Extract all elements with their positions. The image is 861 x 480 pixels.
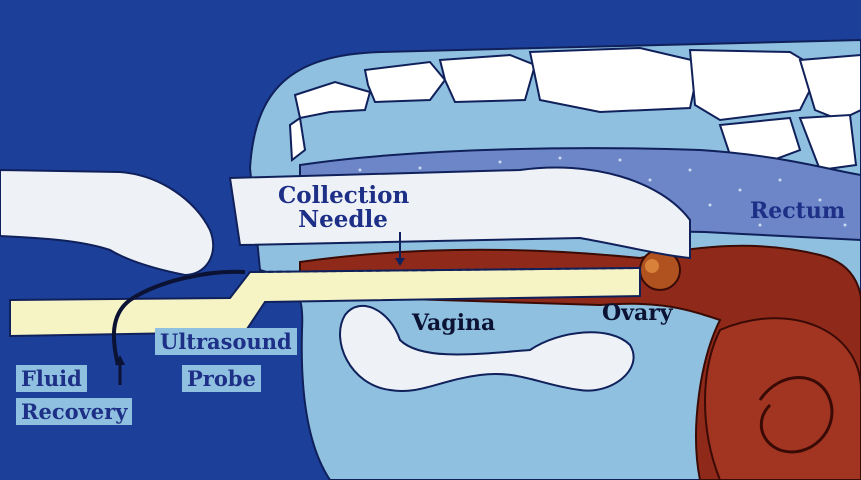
fluid-label: Fluid — [16, 365, 87, 392]
ovary-follicle — [645, 259, 659, 273]
collection-needle-line1: Collection — [278, 184, 408, 208]
ovary-label: Ovary — [602, 302, 673, 325]
probe-label: Probe — [182, 365, 261, 392]
rectum-label: Rectum — [750, 200, 845, 223]
vagina-label: Vagina — [412, 312, 495, 335]
collection-needle-label: Collection Needle — [278, 184, 408, 232]
uterus — [705, 318, 861, 480]
collection-needle-line2: Needle — [278, 208, 408, 232]
ultrasound-label: Ultrasound — [155, 328, 297, 355]
recovery-label: Recovery — [16, 398, 132, 425]
